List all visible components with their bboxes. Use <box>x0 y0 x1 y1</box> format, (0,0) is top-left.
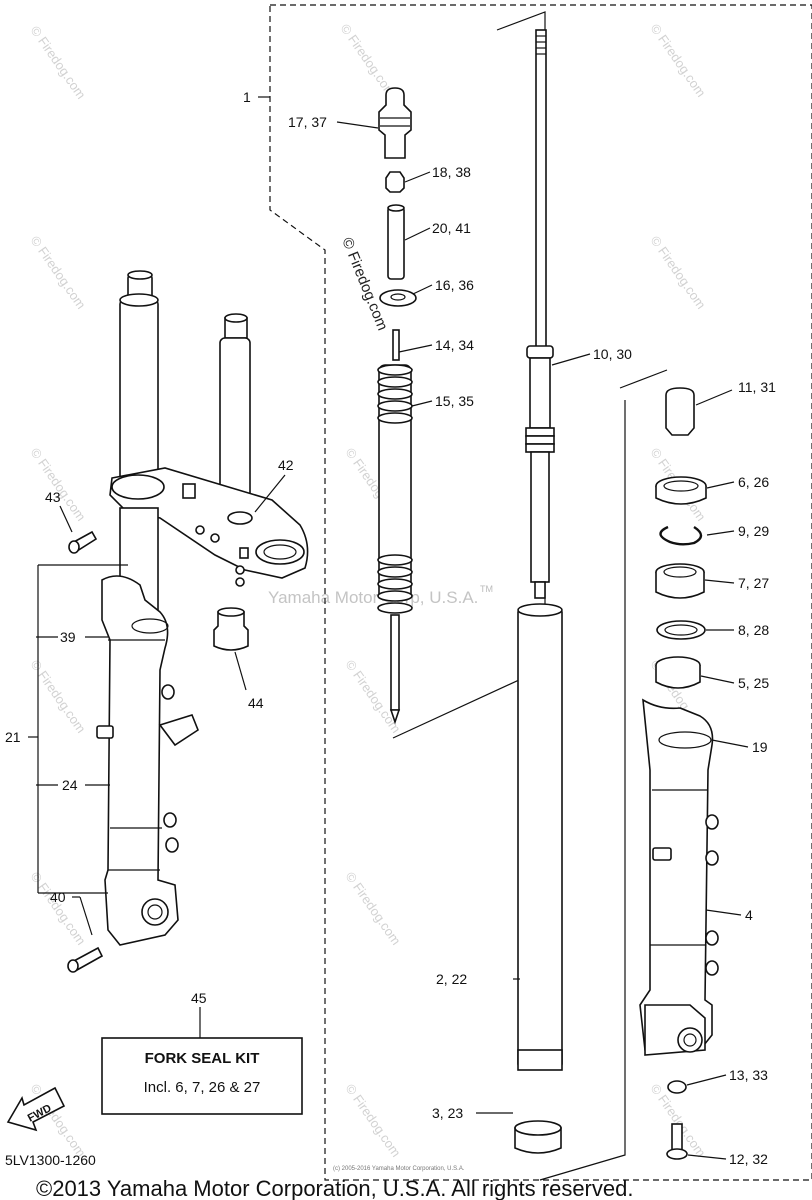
callout-8-28: 8, 28 <box>738 622 769 638</box>
fine-print: (c) 2005-2016 Yamaha Motor Corporation, … <box>333 1166 465 1172</box>
watermark-text: © Firedog.com <box>343 1081 404 1160</box>
callout-20-41: 20, 41 <box>432 220 471 236</box>
callout-12-32: 12, 32 <box>729 1151 768 1167</box>
callout-1: 1 <box>243 89 251 105</box>
fork-seal-kit-box: FORK SEAL KIT Incl. 6, 7, 26 & 27 <box>101 1037 303 1115</box>
clip-9 <box>659 525 703 546</box>
washer-16 <box>379 289 417 307</box>
upper-spring <box>377 364 413 424</box>
collar-44 <box>213 611 249 651</box>
callout-15-35: 15, 35 <box>435 393 474 409</box>
piston-rod-10 <box>535 29 547 351</box>
callout-7-27: 7, 27 <box>738 575 769 591</box>
seal-stack <box>639 387 719 1160</box>
callout-6-26: 6, 26 <box>738 474 769 490</box>
cap-bolt-17 <box>378 87 412 159</box>
callout-19: 19 <box>752 739 768 755</box>
callout-44: 44 <box>248 695 264 711</box>
callout-labels: 1 17, 37 18, 38 20, 41 16, 36 14, 34 15,… <box>5 89 776 1167</box>
callout-2-22: 2, 22 <box>436 971 467 987</box>
callout-10-30: 10, 30 <box>593 346 632 362</box>
cylinder-cap <box>526 345 554 359</box>
outer-tube-4 <box>639 698 714 1051</box>
callout-24: 24 <box>62 777 78 793</box>
callout-40: 40 <box>50 889 66 905</box>
rod-threads <box>536 35 546 55</box>
callout-45: 45 <box>191 990 207 1006</box>
caliper-boss <box>652 847 672 861</box>
callout-18-38: 18, 38 <box>432 164 471 180</box>
watermark-text: © Firedog.com <box>28 657 89 736</box>
kit-subtitle: Incl. 6, 7, 26 & 27 <box>144 1079 261 1096</box>
washer-13 <box>667 1080 687 1094</box>
callout-3-23: 3, 23 <box>432 1105 463 1121</box>
watermark-text: © Firedog.com <box>648 21 709 100</box>
fork-axle-bore <box>141 898 169 926</box>
callout-43: 43 <box>45 489 61 505</box>
axle-bore <box>677 1027 703 1053</box>
callout-16-36: 16, 36 <box>435 277 474 293</box>
fork-inner-tube <box>119 299 159 481</box>
watermark-text: © Firedog.com <box>338 21 399 100</box>
inner-tube-2 <box>517 607 563 1069</box>
callout-13-33: 13, 33 <box>729 1067 768 1083</box>
outer-tube-group-outline <box>539 369 668 1181</box>
rod-14 <box>392 329 400 361</box>
callout-9-29: 9, 29 <box>738 523 769 539</box>
cap-11 <box>665 387 695 436</box>
callout-21: 21 <box>5 729 21 745</box>
callout-42: 42 <box>278 457 294 473</box>
watermark-text: © Firedog.com <box>28 233 89 312</box>
watermark-text: © Firedog.com <box>343 869 404 948</box>
assembled-fork-leg <box>67 270 309 973</box>
watermark-text: © Firedog.com <box>28 23 89 102</box>
callout-4: 4 <box>745 907 753 923</box>
nut-18 <box>385 171 405 193</box>
spacer-20 <box>387 206 405 280</box>
leader-lines <box>28 96 749 1160</box>
kit-title: FORK SEAL KIT <box>145 1050 260 1067</box>
callout-5-25: 5, 25 <box>738 675 769 691</box>
watermark-text: © Firedog.com <box>28 869 89 948</box>
callout-14-34: 14, 34 <box>435 337 474 353</box>
forward-arrow-icon <box>6 1086 66 1132</box>
watermark-text: © Firedog.com <box>648 233 709 312</box>
callout-17-37: 17, 37 <box>288 114 327 130</box>
watermark-trademark: TM <box>480 584 493 594</box>
diagram-part-code: 5LV1300-1260 <box>5 1152 96 1168</box>
washer-8 <box>656 620 706 640</box>
watermark-text: © Firedog.com <box>28 445 89 524</box>
copyright-notice: ©2013 Yamaha Motor Corporation, U.S.A. A… <box>36 1176 633 1200</box>
cylinder-10 <box>529 357 551 429</box>
damper-assembly-boundary <box>269 4 812 1181</box>
lower-spring <box>377 554 413 614</box>
callout-11-31: 11, 31 <box>738 379 776 395</box>
watermark-center-text: Yamaha Motor Corp, U.S.A. <box>268 588 478 607</box>
damper-internals <box>377 29 563 1154</box>
needle-rod <box>390 614 400 711</box>
watermark-foreground-text: © Firedog.com <box>338 235 391 333</box>
callout-39: 39 <box>60 629 76 645</box>
